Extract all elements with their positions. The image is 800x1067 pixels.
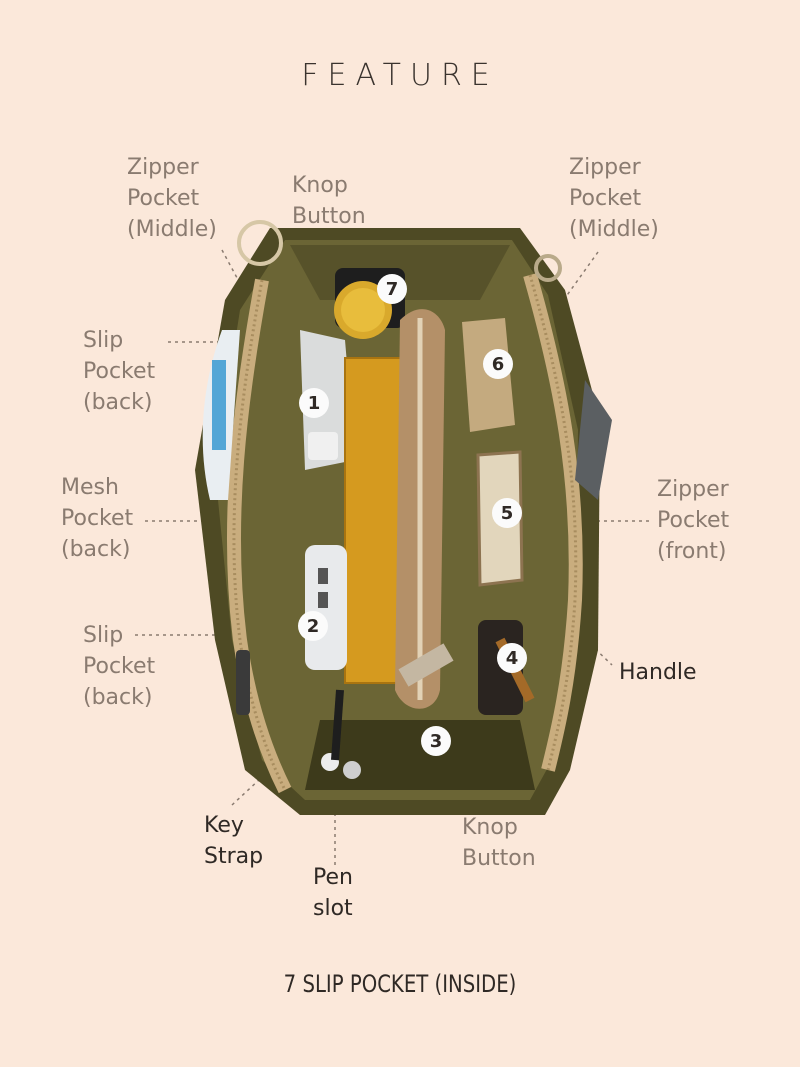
label-knop-button-bottom: Knop Button xyxy=(462,815,536,871)
label-knop-button-top: Knop Button xyxy=(292,173,366,229)
badge-3 xyxy=(421,726,451,756)
badge-7 xyxy=(377,274,407,304)
badge-2 xyxy=(298,611,328,641)
phone-item xyxy=(575,380,612,500)
label-zipper-pocket-middle-left: Zipper Pocket (Middle) xyxy=(127,155,217,242)
label-slip-pocket-back-1: Slip Pocket (back) xyxy=(83,328,156,415)
badge-3-text: 3 xyxy=(430,731,443,752)
label-slip-pocket-back-2: Slip Pocket (back) xyxy=(83,623,156,710)
d-ring-left xyxy=(237,220,283,266)
badge-5 xyxy=(492,498,522,528)
badge-4-text: 4 xyxy=(506,648,519,669)
badge-6-text: 6 xyxy=(492,354,505,375)
page-title: FEATURE xyxy=(301,58,499,93)
badge-4 xyxy=(497,643,527,673)
label-mesh-pocket-back: Mesh Pocket (back) xyxy=(61,475,134,562)
badge-1 xyxy=(299,388,329,418)
label-key-strap: Key Strap xyxy=(204,813,264,869)
label-zipper-pocket-middle-right: Zipper Pocket (Middle) xyxy=(569,155,659,242)
badge-1-text: 1 xyxy=(308,393,321,414)
badge-2-text: 2 xyxy=(307,616,320,637)
pocket-number-badges: 7 1 2 3 4 5 6 xyxy=(298,274,527,756)
label-pen-slot: Pen slot xyxy=(313,865,353,921)
badge-5-text: 5 xyxy=(501,503,514,524)
label-handle: Handle xyxy=(619,660,697,685)
badge-7-text: 7 xyxy=(386,279,399,300)
label-zipper-pocket-front: Zipper Pocket (front) xyxy=(657,477,730,564)
footer-caption: 7 SLIP POCKET (INSIDE) xyxy=(283,970,517,998)
bag-floor xyxy=(305,720,535,790)
badge-6 xyxy=(483,349,513,379)
d-ring-right xyxy=(534,254,562,282)
